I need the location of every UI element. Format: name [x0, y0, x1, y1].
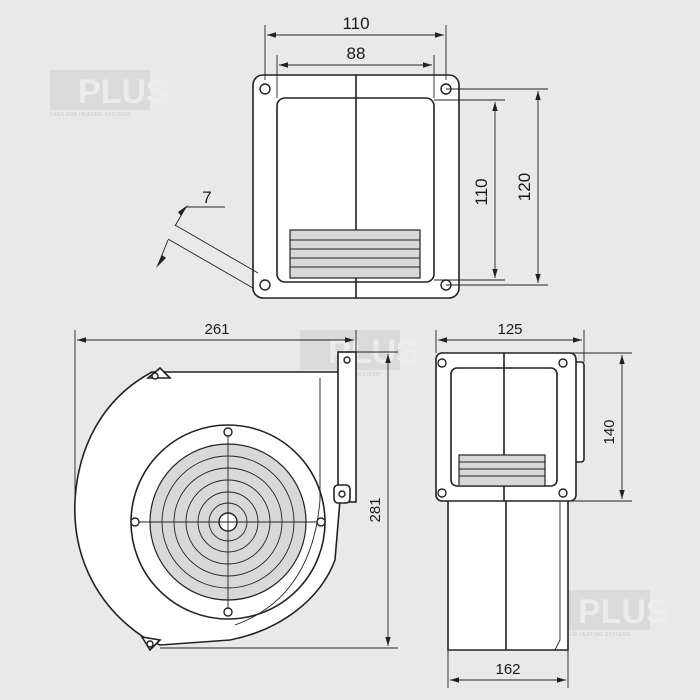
- dimension-top-outer-width: 110: [264, 14, 447, 80]
- dimension-top-outer-height: 120: [446, 88, 548, 286]
- dimension-label: 162: [495, 661, 520, 678]
- mounting-hole: [558, 358, 568, 368]
- watermark-tagline: FANS FOR HEATING SYSTEMS: [50, 112, 131, 118]
- outlet-damper-grille: [289, 229, 421, 279]
- dimension-label: 110: [342, 14, 369, 33]
- dimension-label: 88: [347, 44, 366, 63]
- mounting-hole: [146, 640, 154, 648]
- dimension-top-inner-height: 110: [434, 99, 505, 281]
- watermark-logo-text: PLUS: [578, 593, 669, 631]
- dimension-label: 7: [202, 188, 211, 207]
- mounting-hole: [130, 517, 140, 527]
- front-view: [435, 352, 585, 651]
- dimension-label: 120: [515, 173, 534, 201]
- mounting-hole: [223, 427, 233, 437]
- dimension-top-inner-width: 88: [276, 44, 435, 98]
- mounting-hole: [437, 488, 447, 498]
- dimension-label: 125: [497, 321, 522, 338]
- side-outlet-flange: [337, 351, 357, 503]
- mounting-hole: [316, 517, 326, 527]
- watermark-logo-text: PLUS: [78, 73, 169, 111]
- outlet-flange-view: [252, 74, 460, 299]
- mounting-hole: [223, 607, 233, 617]
- dimension-side-total-width: 261: [74, 321, 357, 500]
- mounting-hole: [338, 490, 346, 498]
- dimension-label: 261: [204, 321, 229, 338]
- dimension-front-flange-height: 140: [563, 352, 632, 502]
- dimension-front-width: 125: [435, 321, 585, 362]
- dimension-label: 281: [367, 497, 384, 522]
- watermark-tagline: FANS FOR HEATING SYSTEMS: [550, 632, 631, 638]
- mounting-hole: [259, 279, 271, 291]
- front-damper-grille: [458, 454, 546, 487]
- dimension-label: 140: [601, 419, 618, 444]
- dimension-label: 110: [472, 178, 491, 205]
- side-view-housing: [74, 351, 357, 652]
- dimension-front-base-width: 162: [447, 650, 569, 688]
- watermark-logo-center: PLUS FANS FOR HEATING SYSTEMS: [300, 330, 419, 378]
- mounting-hole: [343, 356, 351, 364]
- watermark-logo-top-left: PLUS FANS FOR HEATING SYSTEMS: [50, 70, 169, 118]
- mounting-hole: [259, 83, 271, 95]
- dimension-side-total-height: 281: [160, 351, 398, 649]
- dimension-flange-thickness: 7: [156, 188, 259, 289]
- front-housing-body: [447, 499, 569, 651]
- mounting-hole: [151, 372, 159, 380]
- mounting-hole: [437, 358, 447, 368]
- mounting-hole: [558, 488, 568, 498]
